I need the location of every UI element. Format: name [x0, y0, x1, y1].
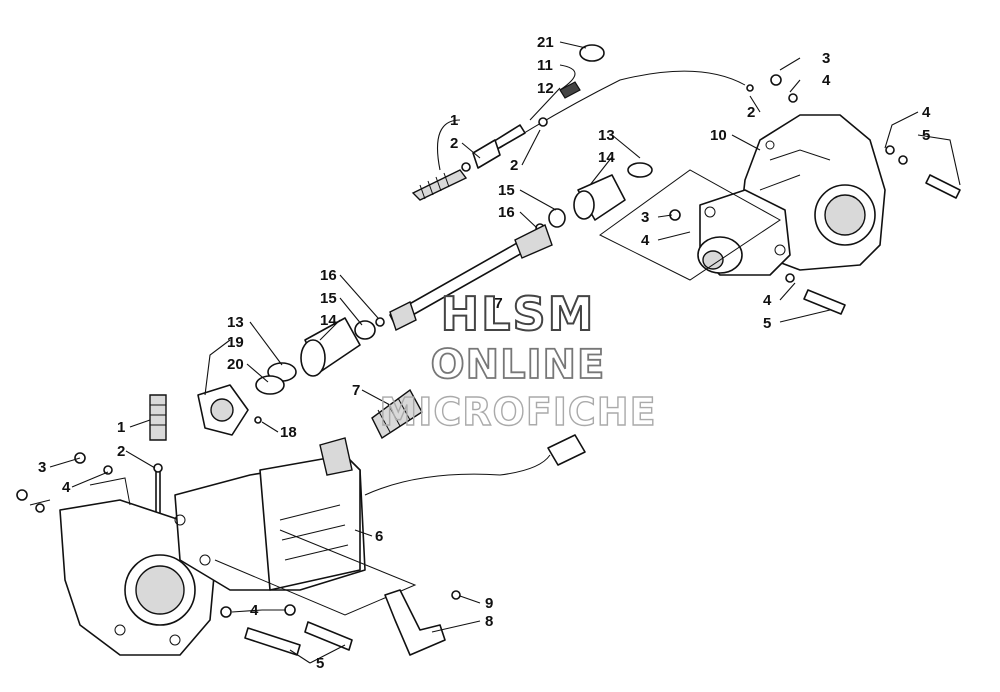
- guide-box: [599, 169, 781, 281]
- callout-10: 10: [710, 127, 727, 144]
- callout-2: 2: [510, 157, 518, 174]
- callout-18: 18: [280, 424, 297, 441]
- callout-4: 4: [641, 232, 650, 249]
- callout-2: 2: [747, 104, 755, 121]
- callout-13: 13: [227, 314, 244, 331]
- callout-19: 19: [227, 334, 244, 351]
- watermark: HLSM ONLINE MICROFICHE: [379, 286, 657, 435]
- callout-4: 4: [250, 602, 259, 619]
- watermark-line-2: ONLINE: [431, 342, 606, 388]
- callout-labels: 21 11 12 1 2 2 3 4 2 10 4 5 13 14 15 16 …: [38, 34, 931, 672]
- rubber-boot-middle: [371, 388, 423, 440]
- cv-boot-left: [255, 317, 385, 395]
- callout-2: 2: [117, 443, 125, 460]
- callout-12: 12: [537, 80, 554, 97]
- callout-3: 3: [641, 209, 649, 226]
- callout-16: 16: [498, 204, 515, 221]
- callout-3: 3: [822, 50, 830, 67]
- callout-15: 15: [320, 290, 337, 307]
- callout-4: 4: [62, 479, 71, 496]
- callout-7: 7: [352, 382, 360, 399]
- callout-17: 17: [486, 295, 503, 312]
- callout-5: 5: [763, 315, 771, 332]
- callout-9: 9: [485, 595, 493, 612]
- callout-1: 1: [117, 419, 125, 436]
- callout-5: 5: [316, 655, 324, 672]
- rear-housing: [697, 114, 886, 276]
- wire-harness: [364, 434, 586, 496]
- drive-shaft: [389, 224, 553, 331]
- callout-13: 13: [598, 127, 615, 144]
- callout-4: 4: [763, 292, 772, 309]
- gearbox-housing: [59, 437, 366, 656]
- callout-16: 16: [320, 267, 337, 284]
- callout-4: 4: [922, 104, 931, 121]
- bracket: [384, 589, 461, 656]
- callout-3: 3: [38, 459, 46, 476]
- callout-20: 20: [227, 356, 244, 373]
- cv-boot-right: [535, 162, 653, 233]
- shift-lever: [149, 394, 167, 531]
- callout-11: 11: [537, 57, 553, 74]
- guide-box-lower: [214, 529, 417, 616]
- callout-14: 14: [320, 312, 337, 329]
- callout-8: 8: [485, 613, 493, 630]
- callout-1: 1: [450, 112, 458, 129]
- callout-5: 5: [922, 127, 930, 144]
- leader-lines: [49, 41, 961, 664]
- callout-2: 2: [450, 135, 458, 152]
- rubber-boot-upper: [411, 162, 471, 201]
- watermark-line-3: MICROFICHE: [379, 390, 656, 434]
- callout-4: 4: [822, 72, 831, 89]
- watermark-line-1: HLSM: [441, 287, 596, 341]
- seal-plate: [197, 384, 262, 436]
- callout-6: 6: [375, 528, 383, 545]
- callout-15: 15: [498, 182, 515, 199]
- callout-14: 14: [598, 149, 615, 166]
- callout-21: 21: [537, 34, 554, 51]
- cable-assembly: [472, 44, 746, 169]
